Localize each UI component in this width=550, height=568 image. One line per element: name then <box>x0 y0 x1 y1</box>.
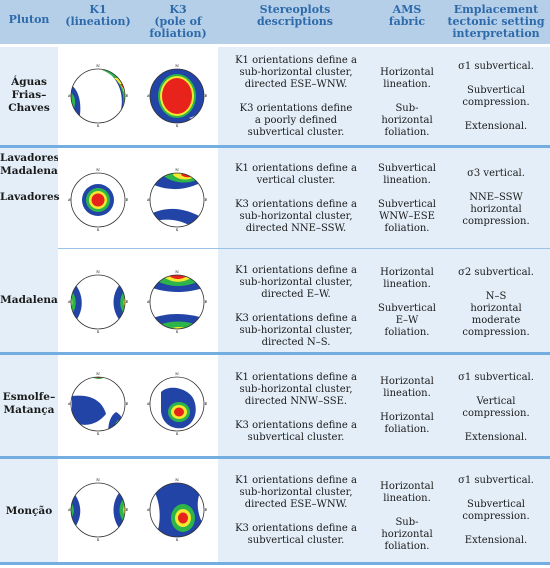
header-pluton: Pluton <box>8 13 50 26</box>
compass-w: W <box>147 197 151 202</box>
compass-s: S <box>97 431 100 436</box>
stereo-desc-moncao: K1 orientations define a sub-horizontal … <box>235 475 357 546</box>
ams-fabric-moncao: Horizontal lineation. Sub-horizontal fol… <box>380 481 434 552</box>
compass-e: E <box>205 507 207 512</box>
compass-n: N <box>175 477 179 482</box>
compass-w: W <box>68 197 72 202</box>
stereonet-lavadores-k1: N S E W <box>68 166 128 232</box>
emplacement-esmolfe: σ1 subvertical. Vertical compression. Ex… <box>458 372 534 443</box>
ams-fabric-madalena: Horizontal lineation. Subvertical E–W fo… <box>377 267 437 338</box>
stereonet-madalena-k1: N S E W <box>68 268 128 334</box>
compass-e: E <box>205 93 207 98</box>
stereonet-lavadores-k3: N S E W <box>147 166 207 232</box>
pluton-moncao: Monção <box>5 505 53 517</box>
compass-w: W <box>68 507 72 512</box>
compass-w: W <box>68 299 72 304</box>
compass-e: E <box>126 299 128 304</box>
stereo-desc-madalena: K1 orientations define a sub-horizontal … <box>235 265 357 348</box>
compass-w: W <box>147 93 151 98</box>
stereonet-madalena-k3: N S E W <box>147 268 207 334</box>
compass-e: E <box>205 197 207 202</box>
stereonet-esmolfe-k3: N S E W <box>147 370 207 436</box>
header-ams: AMS fabric <box>388 3 426 28</box>
ams-fabric-esmolfe: Horizontal lineation. Horizontal foliati… <box>380 376 434 435</box>
pluton-lavadores: Lavadores <box>0 191 60 203</box>
compass-s: S <box>176 227 179 232</box>
compass-w: W <box>68 401 72 406</box>
compass-n: N <box>175 269 179 274</box>
table-header: Pluton K1 (lineation) K3 (pole of foliat… <box>0 0 550 44</box>
header-stereoplots: Stereoplots descriptions <box>256 3 334 28</box>
compass-s: S <box>176 123 179 128</box>
compass-n: N <box>175 167 179 172</box>
stereo-desc-esmolfe: K1 orientations define a sub-horizontal … <box>235 372 357 443</box>
compass-s: S <box>97 123 100 128</box>
compass-n: N <box>96 477 100 482</box>
compass-w: W <box>147 401 151 406</box>
emplacement-aguas: σ1 subvertical. Subvertical compression.… <box>458 61 534 132</box>
ams-fabric-aguas: Horizontal lineation. Sub-horizontal fol… <box>380 67 434 138</box>
compass-e: E <box>126 197 128 202</box>
compass-n: N <box>175 371 179 376</box>
compass-e: E <box>205 299 207 304</box>
compass-n: N <box>96 371 100 376</box>
compass-w: W <box>147 507 151 512</box>
stereo-desc-lavadores: K1 orientations define a vertical cluste… <box>235 163 357 234</box>
compass-s: S <box>97 537 100 542</box>
pluton-aguas-frias: Águas Frias– Chaves <box>8 76 50 114</box>
group-lavadores-madalena: Lavadores– Madalena <box>0 152 65 177</box>
compass-s: S <box>176 329 179 334</box>
compass-n: N <box>96 269 100 274</box>
compass-e: E <box>205 401 207 406</box>
compass-s: S <box>176 431 179 436</box>
pluton-madalena: Madalena <box>0 294 58 306</box>
emplacement-madalena: σ2 subvertical. N–S horizontal moderate … <box>458 267 534 338</box>
compass-n: N <box>96 167 100 172</box>
emplacement-moncao: σ1 subvertical. Subvertical compression.… <box>458 475 534 546</box>
compass-w: W <box>147 299 151 304</box>
pluton-esmolfe: Esmolfe– Matança <box>2 391 56 416</box>
ams-fabric-lavadores: Subvertical lineation. Subvertical WNW–E… <box>377 163 437 234</box>
emplacement-lavadores: σ3 vertical. NNE–SSW horizontal compress… <box>462 168 530 227</box>
header-k1: K1 (lineation) <box>65 3 131 28</box>
compass-s: S <box>97 329 100 334</box>
stereo-desc-aguas: K1 orientations define a sub-horizontal … <box>235 55 357 138</box>
compass-w: W <box>68 93 72 98</box>
compass-e: E <box>126 93 128 98</box>
compass-e: E <box>126 507 128 512</box>
compass-e: E <box>126 401 128 406</box>
compass-s: S <box>176 537 179 542</box>
stereonet-aguas-k3: N S E W <box>147 62 207 128</box>
compass-n: N <box>96 63 100 68</box>
compass-s: S <box>97 227 100 232</box>
header-k3: K3 (pole of foliation) <box>149 3 207 40</box>
stereonet-moncao-k1: N S E W <box>68 476 128 542</box>
stereonet-esmolfe-k1: N S E W <box>68 370 128 436</box>
stereonet-moncao-k3: N S E W <box>147 476 207 542</box>
compass-n: N <box>175 63 179 68</box>
header-emplacement: Emplacement tectonic setting interpretat… <box>447 3 545 40</box>
stereonet-aguas-k1: N S E W <box>68 62 128 128</box>
